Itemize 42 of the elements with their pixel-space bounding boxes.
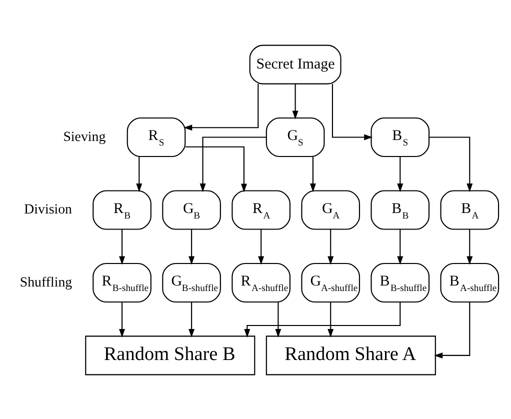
arrow (274, 302, 281, 338)
node-box: G$_{S}$ (265, 116, 324, 157)
arrow (118, 229, 125, 264)
arrow (244, 302, 400, 338)
arrow (309, 156, 316, 192)
node-box: Random Share B (84, 335, 255, 375)
node-box: G$_{A-shuffle}$ (300, 262, 360, 302)
node-box: B$_{A}$ (440, 190, 499, 230)
label: Sieving (62, 129, 106, 144)
label: Division (24, 202, 72, 218)
node-box: R$_{B}$ (92, 190, 151, 230)
arrow (428, 136, 472, 192)
arrow (434, 302, 470, 358)
node-box: R$_{A}$ (231, 190, 290, 230)
arrow (184, 146, 246, 192)
label: Shuffling (19, 274, 72, 290)
arrow (188, 302, 194, 338)
arrow (331, 84, 372, 140)
arrow (136, 156, 142, 192)
node-box: G$_{A}$ (300, 190, 360, 230)
arrow (258, 229, 264, 264)
node-box: B$_{B-shuffle}$ (370, 262, 430, 302)
arrow (396, 229, 403, 264)
arrow (396, 156, 403, 192)
node-box: G$_{B-shuffle}$ (162, 262, 220, 302)
node-box: B$_{B}$ (370, 190, 430, 230)
arrow (292, 84, 298, 119)
node-box: R$_{A-shuffle}$ (231, 262, 290, 302)
node-box: B$_{A-shuffle}$ (440, 262, 499, 302)
arrow (466, 229, 472, 264)
arrow (118, 302, 125, 338)
node-box: B$_{S}$ (370, 116, 430, 157)
arrow (327, 229, 334, 264)
arrow (199, 136, 266, 192)
arrow (183, 83, 258, 130)
arrow (327, 302, 334, 338)
node-box: R$_{B-shuffle}$ (92, 262, 151, 302)
arrow (188, 229, 194, 264)
node-box: Random Share A (265, 335, 436, 375)
node-box: Secret Image (248, 44, 341, 84)
node-box: R$_{S}$ (126, 116, 186, 157)
node-box: G$_{B}$ (162, 190, 220, 230)
